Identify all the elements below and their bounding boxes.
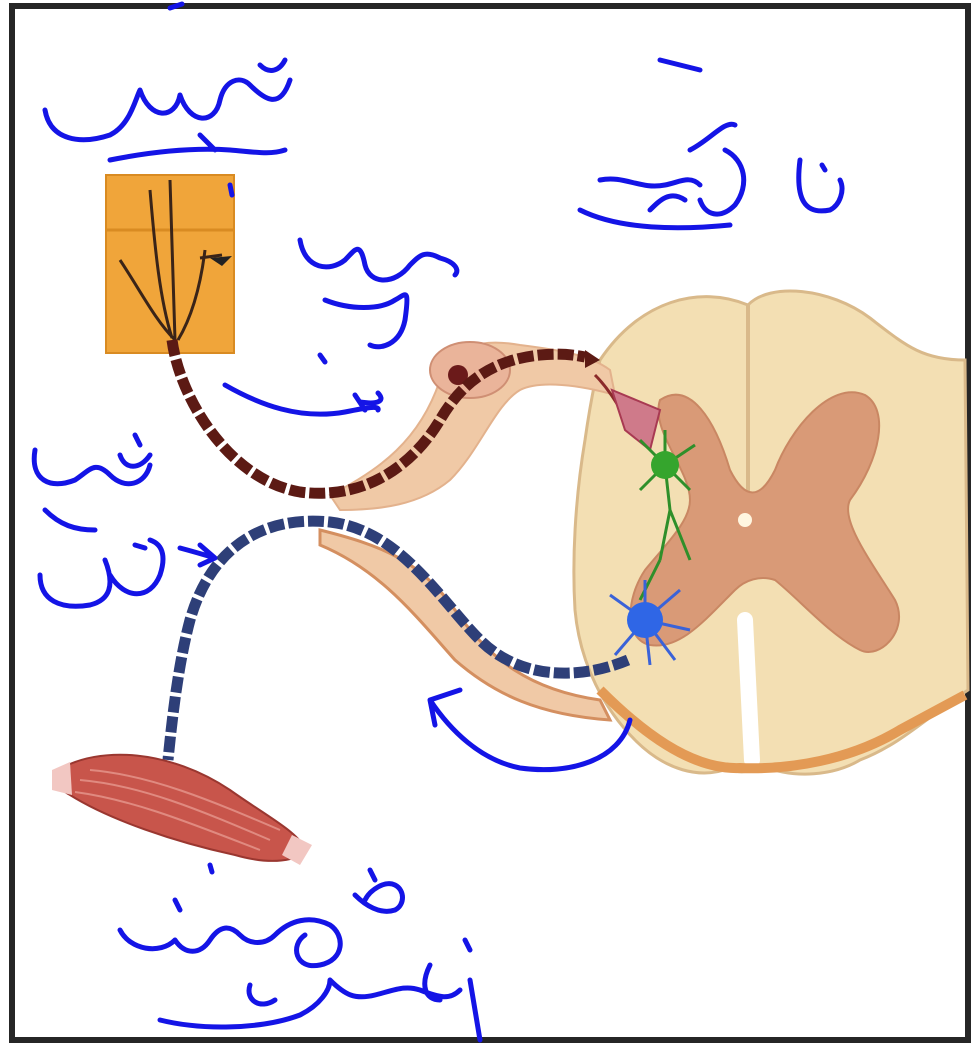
central-canal (738, 513, 752, 527)
spinal-cord-ventral-fissure (745, 620, 752, 760)
interneuron-cell-body (651, 451, 679, 479)
skin-receptor-icon (106, 175, 234, 353)
spinal-cord (574, 291, 968, 774)
motor-neuron-cell-body (627, 602, 663, 638)
